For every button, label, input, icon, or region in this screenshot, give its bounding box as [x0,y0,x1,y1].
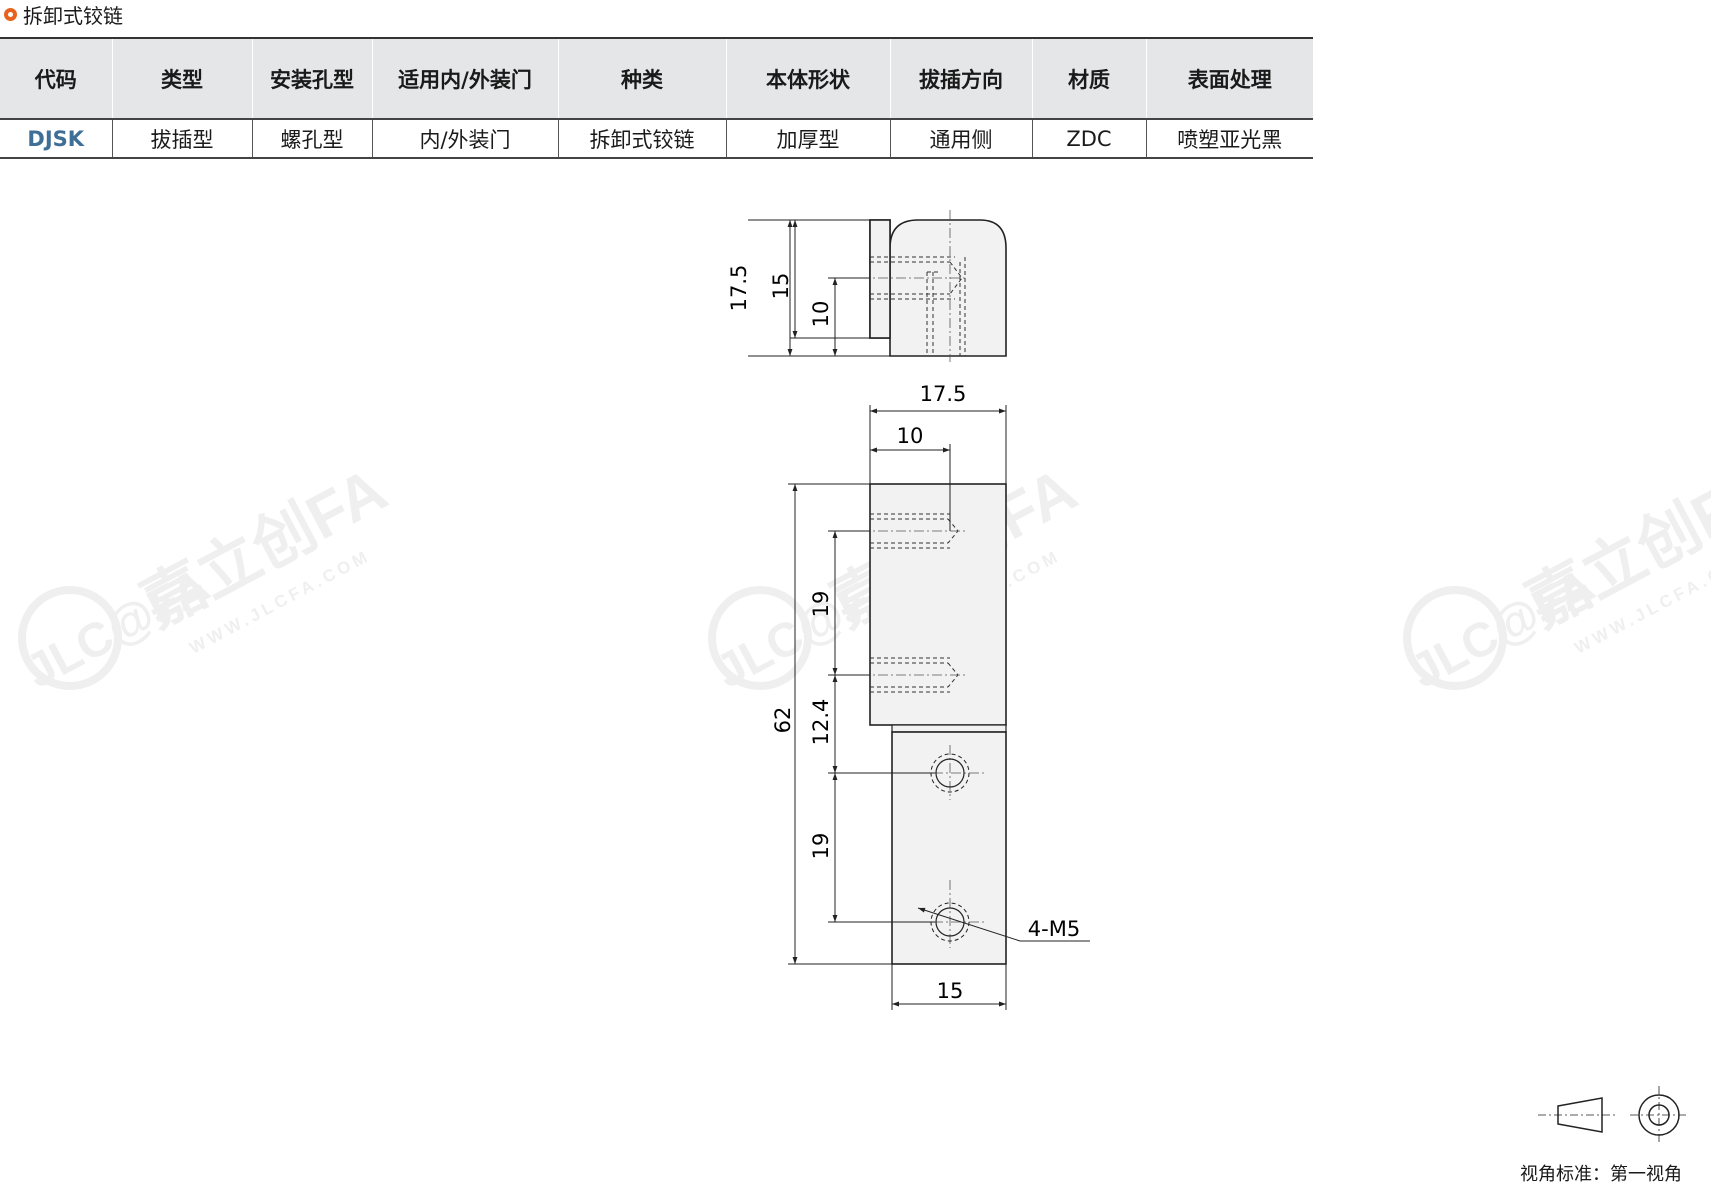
dim-hole-pitch-upper: 19 [809,591,833,618]
cell-type: 拔插型 [111,119,252,158]
header-type: 类型 [111,38,252,119]
header-body-shape: 本体形状 [725,38,890,119]
dim-hole-pitch-lower: 19 [809,833,833,860]
watermark-cn: 嘉立创FA [1516,455,1711,640]
header-code: 代码 [34,67,77,92]
cell-surface: 喷塑亚光黑 [1145,119,1313,158]
spec-table: 代码 类型 安装孔型 适用内/外装门 种类 本体形状 拔插方向 材质 表面处理 … [0,37,1313,159]
front-view: 17.5 10 62 19 12.4 19 15 4-M5 [771,382,1090,1010]
first-angle-projection-icon [1538,1086,1689,1144]
section-title: 拆卸式铰链 [4,2,123,28]
dim-bottom-width: 15 [937,979,964,1003]
header-surface: 表面处理 [1145,38,1313,119]
dim-total-height: 62 [771,707,795,734]
cell-hole-type: 螺孔型 [251,119,372,158]
dim-gap: 12.4 [809,699,833,746]
circle-bullet-icon [4,7,17,21]
header-kind: 种类 [557,38,726,119]
cell-kind: 拆卸式铰链 [557,119,726,158]
table-header-row: 代码 类型 安装孔型 适用内/外装门 种类 本体形状 拔插方向 材质 表面处理 [0,38,1313,119]
dim-front-width-10: 10 [897,424,924,448]
cell-door: 内/外装门 [371,119,558,158]
watermark-left: JLC@FA 嘉立创FA WWW.JLCFA.COM [18,455,398,699]
watermark-right: JLC@FA 嘉立创FA WWW.JLCFA.COM [1403,455,1711,699]
header-door: 适用内/外装门 [371,38,558,119]
cell-direction: 通用侧 [889,119,1032,158]
top-view: 17.5 15 10 [727,210,1007,362]
cell-body-shape: 加厚型 [725,119,890,158]
header-direction: 拔插方向 [889,38,1032,119]
dim-top-height-total: 17.5 [727,265,751,312]
section-title-text: 拆卸式铰链 [23,3,123,28]
cell-material: ZDC [1031,119,1146,158]
header-material: 材质 [1031,38,1146,119]
projection-note: 视角标准：第一视角 [1520,1164,1682,1185]
dim-front-width-total: 17.5 [920,382,967,406]
dim-top-height-10: 10 [809,301,833,328]
dim-top-height-15: 15 [769,273,793,300]
cell-code[interactable]: DJSK [27,126,85,151]
thread-callout: 4-M5 [1028,917,1080,941]
table-row: DJSK 拔插型 螺孔型 内/外装门 拆卸式铰链 加厚型 通用侧 ZDC 喷塑亚… [0,119,1313,158]
header-hole-type: 安装孔型 [251,38,372,119]
